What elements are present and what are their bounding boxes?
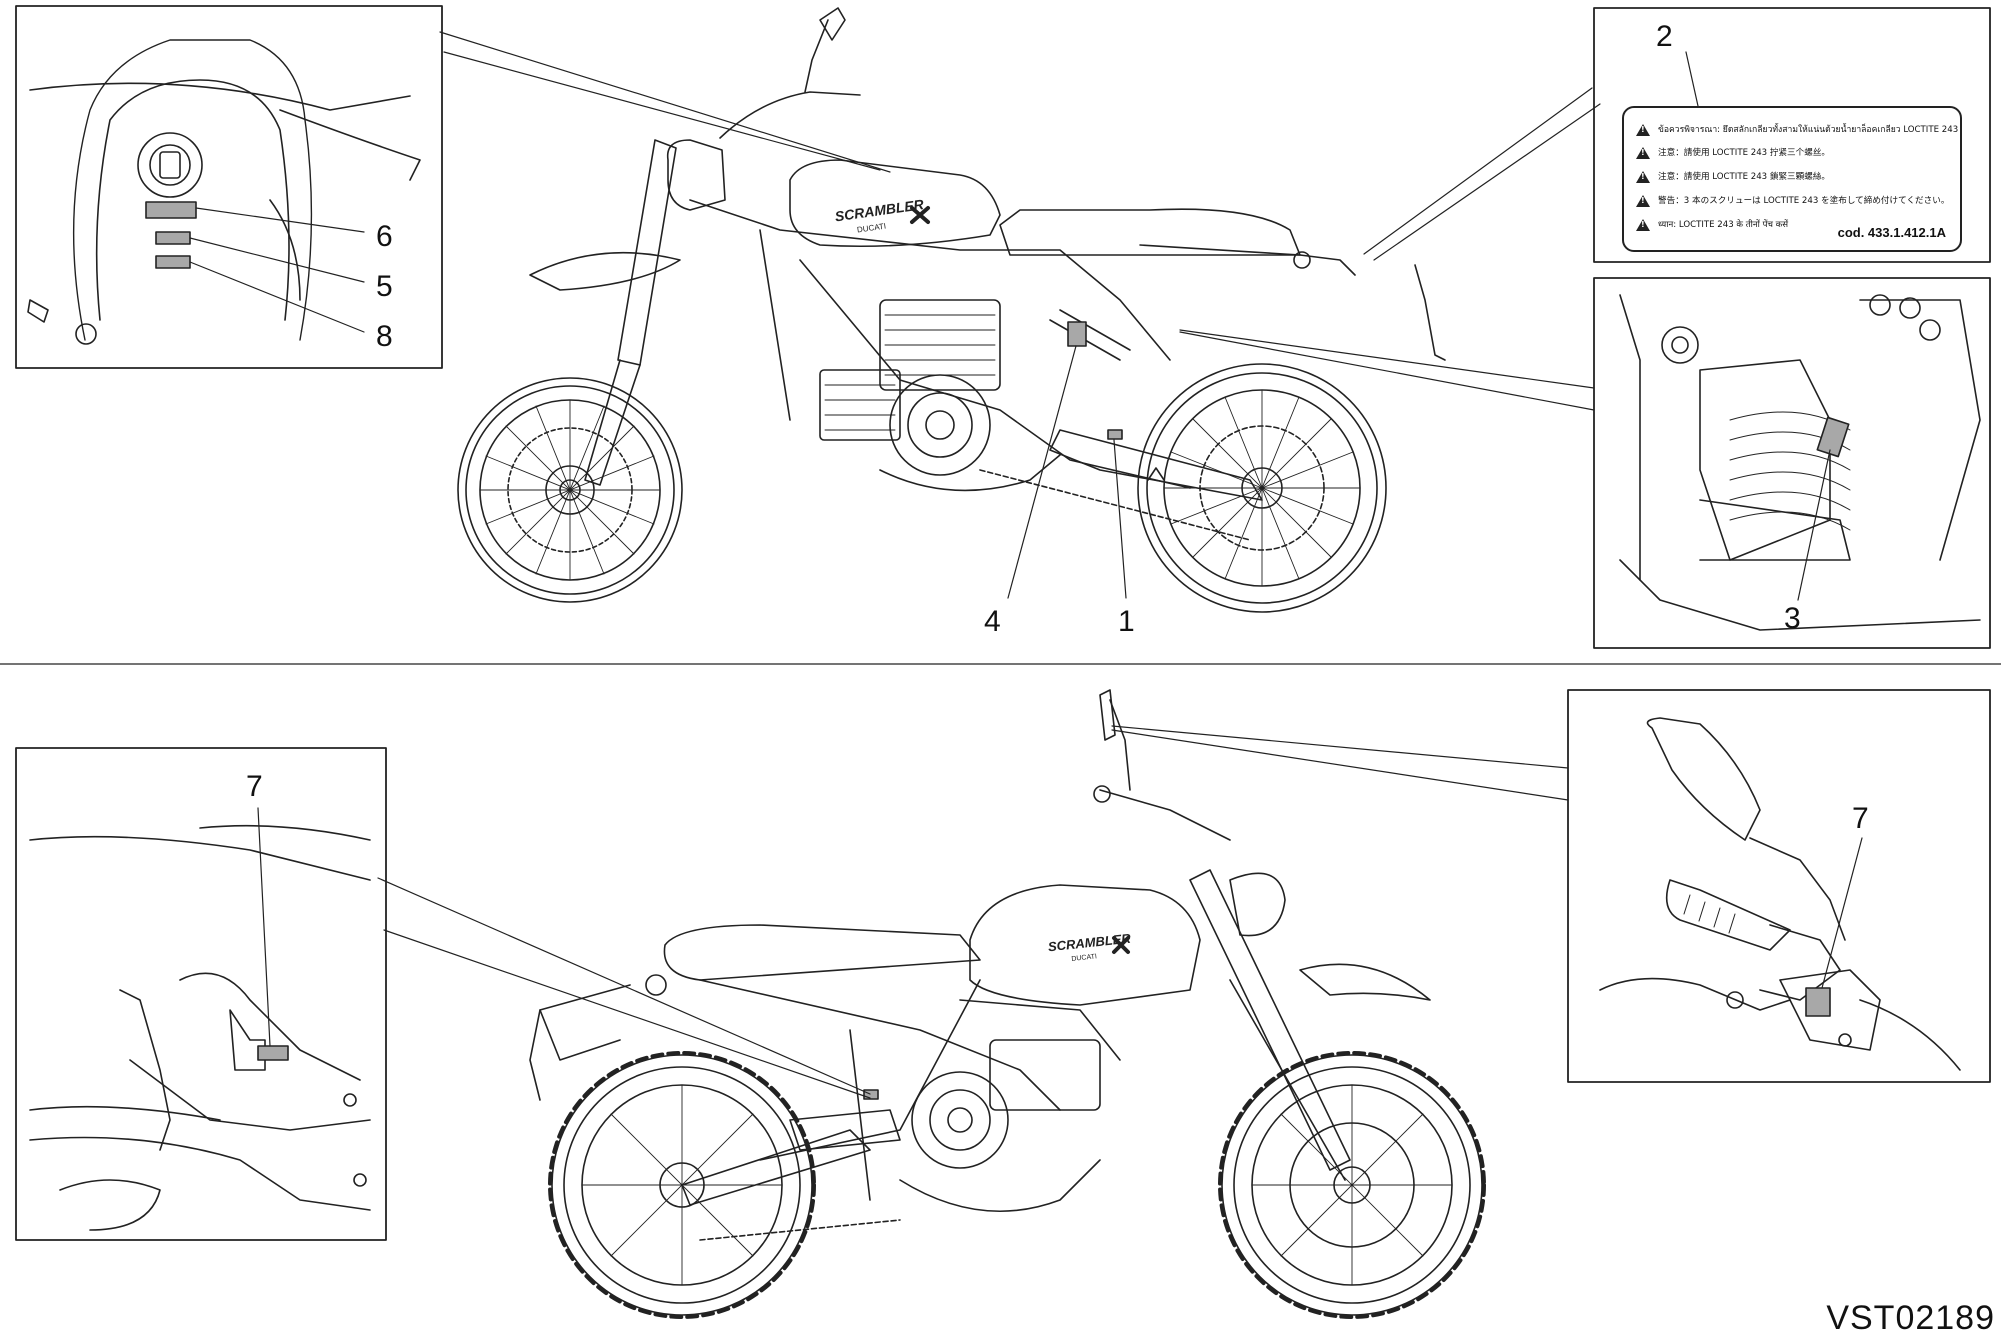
mirror-closeup (1646, 717, 1761, 841)
frame-right (699, 979, 1121, 1201)
tank-label-5 (155, 231, 191, 245)
document-id: VST02189 (1826, 1299, 1995, 1337)
warning-icon (1636, 170, 1650, 183)
rear-wheel-offroad (548, 1051, 816, 1319)
label-line-2: 注意：請使用 LOCTITE 243 拧紧三个螺丝。 (1636, 146, 1830, 159)
callout-5: 5 (376, 270, 393, 303)
tail-section (1139, 244, 1356, 276)
tank-label-8 (155, 255, 191, 269)
inset-label-frame (1593, 7, 1991, 263)
inset-tank-top (15, 5, 443, 369)
seat-right (663, 924, 981, 981)
motorcycle-right-side: SCRAMBLER DUCATI (529, 689, 1486, 1319)
headlight-right (1229, 872, 1286, 937)
drive-chain (979, 469, 1251, 541)
swingarm (1049, 429, 1263, 501)
warning-icon (1636, 123, 1650, 136)
label-code: cod. 433.1.412.1A (1837, 225, 1946, 240)
motorcycle-left-side: SCRAMBLER DUCATI (457, 7, 1446, 613)
tank-label-6 (145, 201, 197, 219)
front-wheel-offroad (1218, 1051, 1486, 1319)
grip-closeup (1665, 879, 1791, 951)
front-wheel (457, 377, 683, 603)
callout-7-frame: 7 (246, 770, 263, 803)
frame-label-mark (1107, 429, 1123, 440)
seat (999, 208, 1301, 256)
swingarm-right (681, 1129, 871, 1206)
frame-label-mark-right (863, 1089, 879, 1100)
leader-lines-top (439, 31, 1601, 599)
engine-right (899, 1039, 1101, 1213)
inset-frame-closeup (15, 747, 387, 1241)
label-line-5: ध्यान: LOCTITE 243 के तीनों पेंच कसें (1636, 218, 1788, 231)
rear-shock (1049, 309, 1131, 361)
tank-logo-sub: DUCATI (856, 222, 886, 235)
label-line-3: 注意：請使用 LOCTITE 243 鎖緊三顆螺絲。 (1636, 170, 1830, 183)
inset-rear-shock (1593, 277, 1991, 649)
front-fork-right (1189, 869, 1351, 1171)
frame-label-inset (257, 1045, 289, 1061)
callout-7-mirror: 7 (1852, 802, 1869, 835)
leader-lines-bottom (377, 725, 1569, 1099)
front-fender-right (1299, 963, 1431, 1001)
tank-logo-x (910, 206, 930, 224)
headlight (666, 139, 726, 211)
callout-6: 6 (376, 220, 393, 253)
exhaust-right (789, 1109, 901, 1151)
frame (689, 199, 1191, 489)
shock-label-mark (1067, 321, 1087, 347)
label-line-4: 警告：3 本のスクリューは LOCTITE 243 を塗布して締め付けてください… (1636, 194, 1949, 207)
inset-mirror-closeup (1567, 689, 1991, 1083)
callout-4: 4 (984, 605, 1001, 638)
warning-icon (1636, 218, 1650, 231)
engine (819, 299, 1061, 492)
tank-logo-sub-right: DUCATI (1071, 953, 1097, 963)
handlebar (719, 91, 861, 139)
callout-2: 2 (1656, 20, 1673, 53)
callout-1: 1 (1118, 605, 1135, 638)
handlebar-right (1099, 789, 1231, 841)
front-fender (529, 251, 681, 291)
label-line-1: ข้อควรพิจารณา: ยึดสลักเกลียวทั้งสามให้แน… (1636, 122, 1958, 136)
callout-3: 3 (1784, 602, 1801, 635)
warning-icon (1636, 146, 1650, 159)
reservoir-label-inset (1805, 987, 1831, 1017)
fuel-tank-right (969, 884, 1201, 1006)
warning-icon (1636, 194, 1650, 207)
rear-fender-right (539, 984, 631, 1061)
rear-wheel (1137, 363, 1387, 613)
fuel-tank (789, 159, 1001, 248)
mirror-right (1099, 689, 1116, 741)
loctite-warning-label: ข้อควรพิจารณา: ยึดสลักเกลียวทั้งสามให้แน… (1622, 106, 1962, 252)
callout-8: 8 (376, 320, 393, 353)
shock-label-inset (1816, 416, 1850, 458)
